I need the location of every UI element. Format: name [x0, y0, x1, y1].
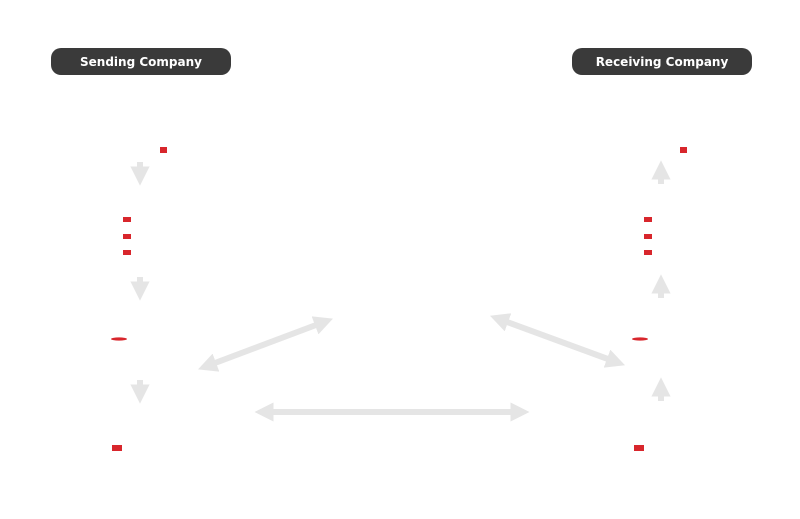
receiving-company-header: Receiving Company	[572, 48, 752, 75]
marker-flag	[644, 250, 652, 255]
marker-flag	[123, 217, 131, 222]
sending-company-label: Sending Company	[80, 54, 202, 69]
receiving-company-label: Receiving Company	[595, 54, 729, 69]
marker-dash	[111, 337, 127, 341]
left-diagonal-double-arrow	[198, 316, 333, 372]
right-diagonal-double-arrow	[489, 313, 626, 368]
receiving-markers	[632, 147, 687, 451]
marker-flag	[160, 147, 167, 153]
sending-company-header: Sending Company	[51, 48, 231, 75]
marker-flag	[680, 147, 687, 153]
marker-flag	[123, 234, 131, 239]
marker-flag	[644, 234, 652, 239]
marker-flag	[634, 445, 644, 451]
marker-flag	[123, 250, 131, 255]
marker-flag	[644, 217, 652, 222]
marker-dash	[632, 337, 648, 341]
marker-flag	[112, 445, 122, 451]
sending-markers	[111, 147, 167, 451]
